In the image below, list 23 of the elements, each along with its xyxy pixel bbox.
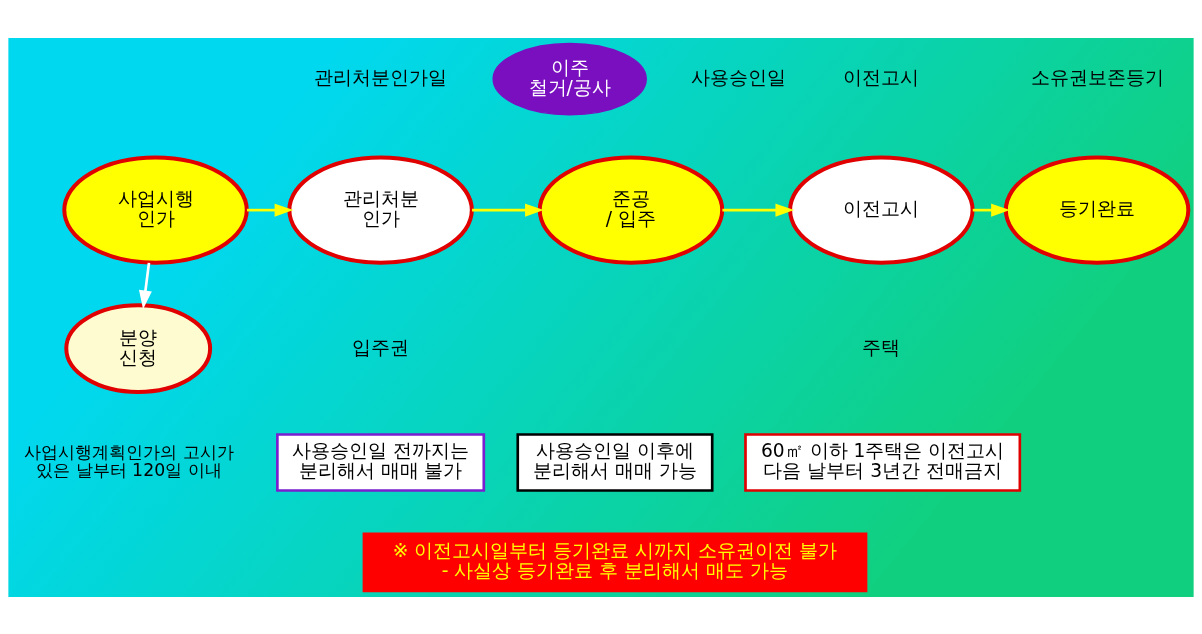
label: 입주권 [352, 336, 410, 358]
node-label: 사업시행계획인가의 고시가 있은 날부터 120일 이내 [24, 441, 234, 480]
arrow [972, 203, 1010, 217]
arrow [246, 203, 294, 217]
node-box: 사용승인일 이후에 분리해서 매매 가능 [516, 432, 714, 492]
node-box: ※ 이전고시일부터 등기완료 시까지 소유권이전 불가 - 사실상 등기완료 후 분리해서 매도 가능 [362, 531, 868, 592]
node-box: 사용승인일 전까지는 분리해서 매매 불가 [276, 432, 486, 492]
node-ellipse: 관리처분 인가 [287, 155, 474, 265]
arrow [138, 262, 152, 309]
node-ellipse: 사업시행 인가 [62, 155, 249, 265]
node-ellipse: 준공 / 입주 [537, 155, 725, 265]
node-box: 60㎡ 이하 1주택은 이전고시 다음 날부터 3년간 전매금지 [744, 432, 1022, 492]
label: 주택 [862, 336, 901, 358]
node-ellipse: 등기완료 [1003, 155, 1191, 265]
label: 소유권보존등기 [1030, 66, 1164, 88]
arrow [472, 203, 544, 217]
label: 관리처분인가일 [314, 66, 448, 88]
node-ellipse: 이전고시 [788, 155, 975, 265]
node-ellipse: 이주 철거/공사 [492, 42, 647, 115]
node-ellipse: 분양 신청 [64, 302, 213, 394]
label: 사용승인일 [691, 66, 787, 88]
label: 이전고시 [843, 66, 920, 88]
arrow [722, 203, 795, 217]
